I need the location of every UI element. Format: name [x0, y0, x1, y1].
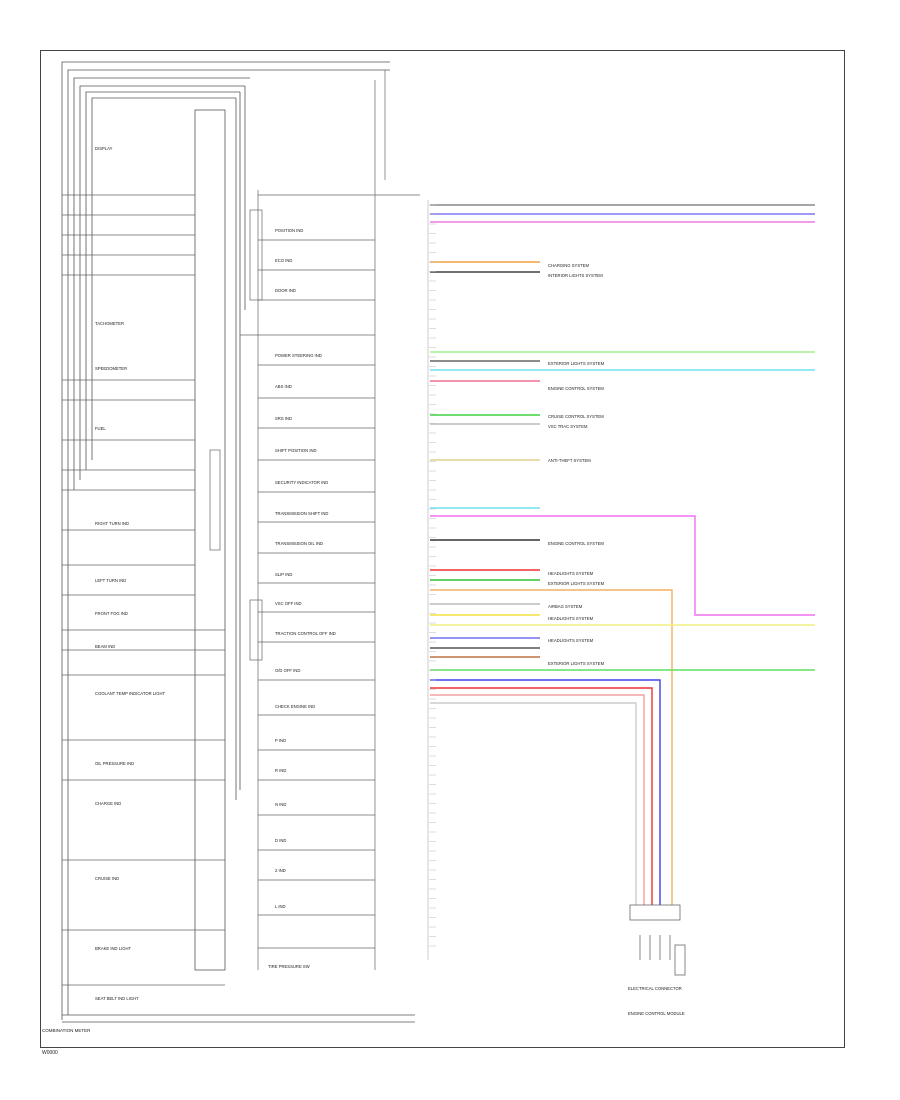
right-label-12: HEADLIGHTS SYSTEM [548, 638, 594, 643]
right-label-3: ENGINE CONTROL SYSTEM [548, 386, 604, 391]
left-label-10: CHARGE IND [95, 801, 121, 806]
center-label-3: POWER STEERING IND [275, 353, 322, 358]
left-labels: DISPLAY TACHOMETER SPEEDOMETER FUEL RIGHT TU… [95, 146, 166, 1001]
right-label-13: EXTERIOR LIGHTS SYSTEM [548, 661, 605, 666]
right-label-0: CHARGING SYSTEM [548, 263, 589, 268]
sensor-connector [629, 904, 686, 976]
left-bundle [61, 61, 415, 1023]
left-label-2: SPEEDOMETER [95, 366, 127, 371]
left-label-6: FRONT FOG IND [95, 611, 128, 616]
center-labels: POSITION IND ECO IND DOOR IND POWER STEERIN… [275, 228, 336, 909]
sensor-caption-2: ENGINE CONTROL MODULE [628, 1011, 685, 1016]
left-label-7: BEAM IND [95, 644, 115, 649]
tire-caption: TIRE PRESSURE SW [268, 964, 310, 969]
center-label-9: TRANSMISSION OIL IND [275, 541, 323, 546]
center-label-6: SHIFT POSITION IND [275, 448, 317, 453]
meter-caption: COMBINATION METER [42, 1028, 91, 1033]
right-label-11: HEADLIGHTS SYSTEM [548, 616, 594, 621]
center-label-11: VSC OFF IND [275, 601, 302, 606]
center-label-0: POSITION IND [275, 228, 303, 233]
left-label-3: FUEL [95, 426, 106, 431]
center-label-4: ABS IND [275, 384, 292, 389]
center-label-18: D IND [275, 838, 286, 843]
center-label-13: O/D OFF IND [275, 668, 300, 673]
center-label-12: TRACTION CONTROL OFF IND [275, 631, 336, 636]
diagram-frame [40, 50, 845, 1048]
left-label-5: LEFT TURN IND [95, 578, 126, 583]
center-label-14: CHECK ENGINE IND [275, 704, 315, 709]
right-label-6: ANTI-THEFT SYSTEM [548, 458, 591, 463]
left-label-0: DISPLAY [95, 146, 113, 151]
center-label-20: L IND [275, 904, 286, 909]
left-label-12: BRAKE IND LIGHT [95, 946, 132, 951]
right-label-8: HEADLIGHTS SYSTEM [548, 571, 594, 576]
colored-wires [430, 204, 815, 905]
right-label-10: AIRBAG SYSTEM [548, 604, 583, 609]
center-label-15: P IND [275, 738, 286, 743]
left-label-8: COOLANT TEMP INDICATOR LIGHT [95, 691, 166, 696]
center-label-5: SRS IND [275, 416, 292, 421]
center-label-8: TRANSMISSION SHIFT IND [275, 511, 328, 516]
center-label-7: SECURITY INDICATOR IND [275, 480, 328, 485]
left-label-11: CRUISE IND [95, 876, 119, 881]
left-lines [62, 194, 225, 986]
center-label-10: SLIP IND [275, 572, 292, 577]
right-label-2: EXTERIOR LIGHTS SYSTEM [548, 361, 605, 366]
left-label-13: SEAT BELT IND LIGHT [95, 996, 139, 1001]
center-label-2: DOOR IND [275, 288, 296, 293]
footer-code: W0000 [42, 1050, 58, 1056]
center-label-16: R IND [275, 768, 286, 773]
left-label-9: OIL PRESSURE IND [95, 761, 134, 766]
right-pin-column [427, 200, 436, 960]
center-label-1: ECO IND [275, 258, 292, 263]
right-label-5: VSC TRAC SYSTEM [548, 424, 588, 429]
right-label-4: CRUISE CONTROL SYSTEM [548, 414, 604, 419]
left-label-1: TACHOMETER [95, 321, 124, 326]
right-label-7: ENGINE CONTROL SYSTEM [548, 541, 604, 546]
center-label-19: 2 IND [275, 868, 286, 873]
right-labels: CHARGING SYSTEM INTERIOR LIGHTS SYSTEM EXT… [548, 263, 605, 666]
right-label-9: EXTERIOR LIGHTS SYSTEM [548, 581, 605, 586]
center-lines [209, 70, 420, 970]
right-label-1: INTERIOR LIGHTS SYSTEM [548, 273, 603, 278]
left-label-4: RIGHT TURN IND [95, 521, 129, 526]
center-label-17: N IND [275, 802, 286, 807]
sensor-caption: ELECTRICAL CONNECTOR [628, 986, 682, 991]
